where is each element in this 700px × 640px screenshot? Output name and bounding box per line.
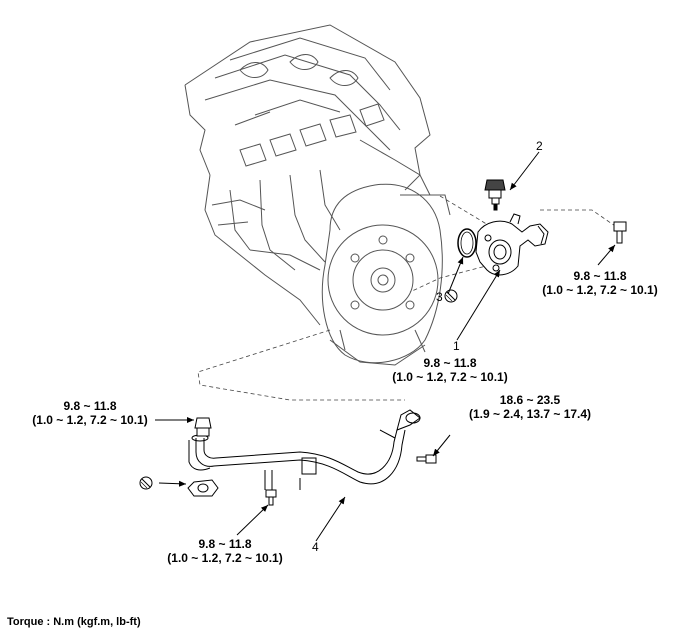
callout-2: 2: [536, 139, 543, 153]
pipe-nut: [194, 417, 212, 437]
torque-right-bolt-alt: (1.0 ~ 1.2, 7.2 ~ 10.1): [542, 283, 658, 297]
torque-pipe-bottom: 9.8 ~ 11.8 (1.0 ~ 1.2, 7.2 ~ 10.1): [145, 537, 305, 565]
torque-right-bolt: 9.8 ~ 11.8 (1.0 ~ 1.2, 7.2 ~ 10.1): [520, 269, 680, 297]
temperature-sensor: [484, 179, 506, 211]
do-not-reuse-icon: [139, 289, 458, 490]
torque-pipe-right-nm: 18.6 ~ 23.5: [499, 393, 561, 407]
torque-housing-nm: 9.8 ~ 11.8: [423, 356, 477, 370]
torque-pipe-bottom-alt: (1.0 ~ 1.2, 7.2 ~ 10.1): [167, 551, 283, 565]
callout-4: 4: [312, 540, 319, 554]
housing-bolt: [613, 221, 627, 244]
torque-pipe-left-nm: 9.8 ~ 11.8: [63, 399, 117, 413]
water-pipe: [188, 409, 421, 490]
torque-housing: 9.8 ~ 11.8 (1.0 ~ 1.2, 7.2 ~ 10.1): [370, 356, 530, 384]
pipe-bolts: [265, 454, 437, 506]
torque-pipe-left-alt: (1.0 ~ 1.2, 7.2 ~ 10.1): [32, 413, 148, 427]
callout-1: 1: [453, 339, 460, 353]
callout-3: 3: [436, 290, 443, 304]
engine-block: [184, 24, 451, 366]
torque-housing-alt: (1.0 ~ 1.2, 7.2 ~ 10.1): [392, 370, 508, 384]
leader-lines: [155, 151, 616, 542]
pipe-gasket: [187, 479, 219, 497]
o-ring: [457, 228, 477, 258]
water-outlet-housing: [475, 213, 549, 276]
torque-right-bolt-nm: 9.8 ~ 11.8: [573, 269, 627, 283]
torque-units-note: Torque : N.m (kgf.m, lb-ft): [7, 616, 141, 628]
torque-pipe-right: 18.6 ~ 23.5 (1.9 ~ 2.4, 13.7 ~ 17.4): [442, 393, 618, 421]
torque-pipe-right-alt: (1.9 ~ 2.4, 13.7 ~ 17.4): [468, 407, 592, 421]
torque-pipe-left: 9.8 ~ 11.8 (1.0 ~ 1.2, 7.2 ~ 10.1): [10, 399, 170, 427]
torque-pipe-bottom-nm: 9.8 ~ 11.8: [198, 537, 252, 551]
